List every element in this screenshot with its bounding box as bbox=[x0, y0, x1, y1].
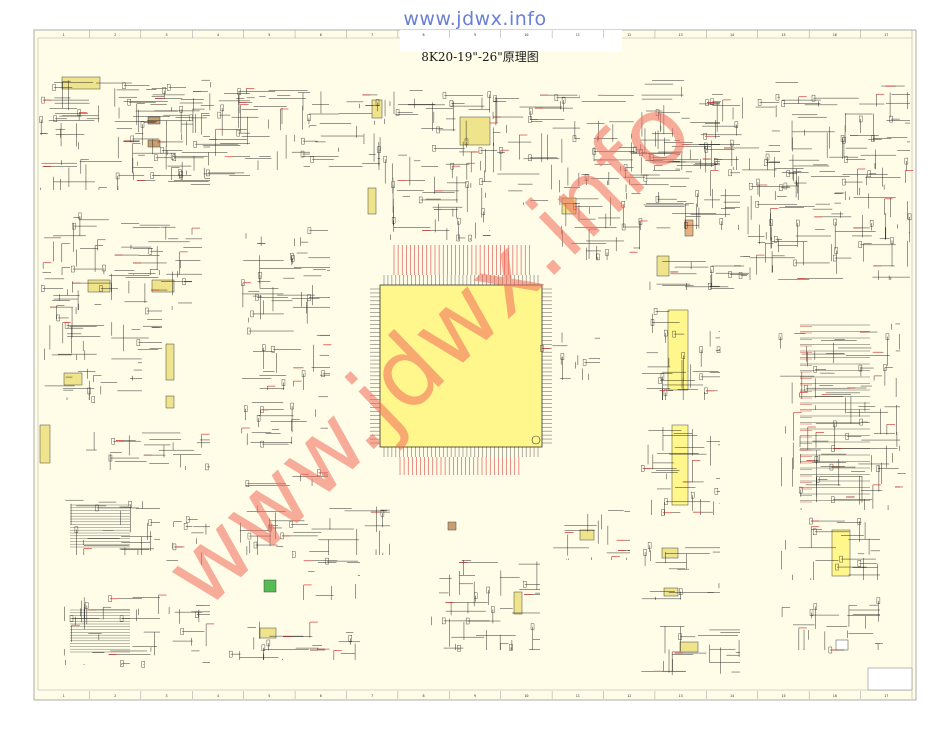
border-number: 6 bbox=[320, 694, 322, 698]
border-number: 7 bbox=[371, 694, 373, 698]
border-number: 14 bbox=[730, 33, 734, 37]
border-number: 10 bbox=[524, 694, 528, 698]
sheet-title: 8K20-19"-26"原理图 bbox=[421, 50, 539, 64]
border-number: 15 bbox=[781, 33, 785, 37]
border-number: 1 bbox=[63, 33, 65, 37]
border-number: 17 bbox=[884, 33, 888, 37]
border-number: 12 bbox=[627, 694, 631, 698]
border-number: 2 bbox=[114, 694, 116, 698]
border-number: 3 bbox=[165, 33, 167, 37]
border-number: 9 bbox=[474, 33, 476, 37]
border-number: 7 bbox=[371, 33, 373, 37]
border-number: 4 bbox=[217, 33, 219, 37]
border-number: 2 bbox=[114, 33, 116, 37]
border-number: 4 bbox=[217, 694, 219, 698]
border-number: 13 bbox=[679, 694, 683, 698]
border-number: 13 bbox=[679, 33, 683, 37]
site-url: www.jdwx.info bbox=[403, 8, 547, 30]
border-number: 5 bbox=[268, 33, 270, 37]
main-ic bbox=[379, 284, 543, 448]
border-number: 8 bbox=[423, 33, 425, 37]
title-panel bbox=[400, 30, 622, 52]
border-number: 10 bbox=[524, 33, 528, 37]
border-number: 15 bbox=[781, 694, 785, 698]
border-number: 12 bbox=[627, 33, 631, 37]
border-number: 8 bbox=[423, 694, 425, 698]
border-number: 3 bbox=[165, 694, 167, 698]
border-number: 16 bbox=[833, 33, 837, 37]
border-number: 6 bbox=[320, 33, 322, 37]
border-number: 17 bbox=[884, 694, 888, 698]
net-label-markers bbox=[40, 81, 914, 672]
border-number: 16 bbox=[833, 694, 837, 698]
main-ic-pins bbox=[370, 245, 552, 475]
border-number: 9 bbox=[474, 694, 476, 698]
border-number: 14 bbox=[730, 694, 734, 698]
border-number: 11 bbox=[576, 33, 580, 37]
border-number: 11 bbox=[576, 694, 580, 698]
border-number: 5 bbox=[268, 694, 270, 698]
border-number: 1 bbox=[63, 694, 65, 698]
